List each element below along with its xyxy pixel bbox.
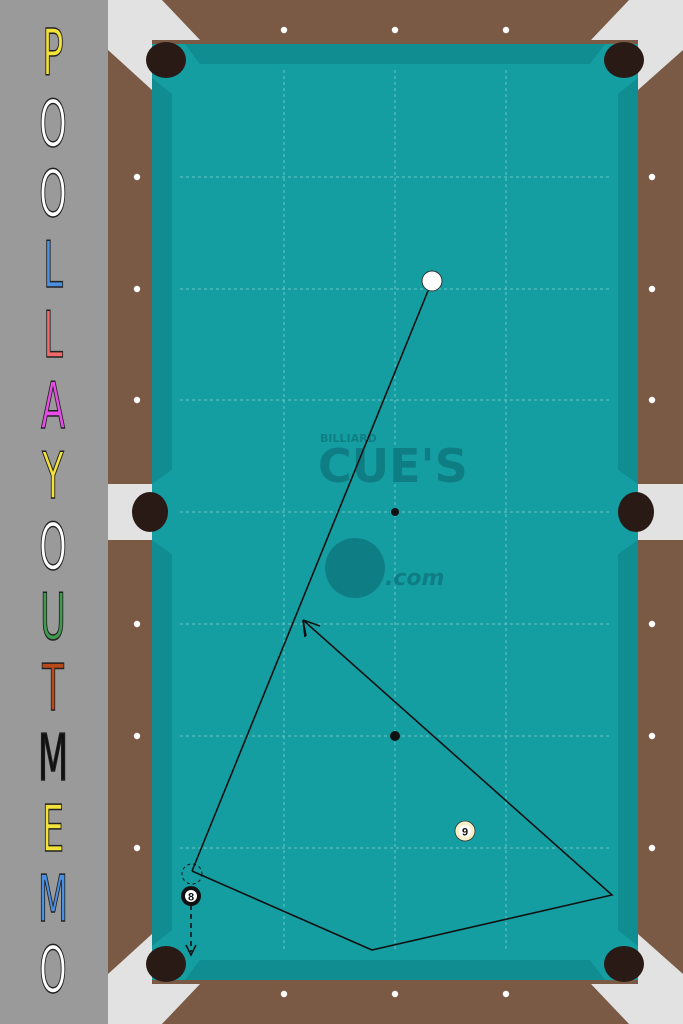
arrow-tip-right (302, 619, 321, 627)
diamond (648, 173, 656, 181)
title-letter: T (42, 651, 64, 726)
diamond (391, 26, 399, 34)
arrow-tip-left (302, 619, 306, 638)
pocket-top-right (604, 42, 644, 78)
eight-ball-drop-arrow-icon (185, 944, 197, 957)
cushion-left-upper (152, 78, 172, 484)
cushion-left-lower (152, 540, 172, 946)
diamond (133, 173, 141, 181)
title-letter: L (43, 228, 63, 303)
cushion-top (185, 44, 605, 64)
diamond (502, 990, 510, 998)
eight-ball[interactable]: 8 (181, 886, 201, 906)
diamond (133, 396, 141, 404)
title-letter: O (39, 158, 68, 232)
foot-spot (390, 731, 400, 741)
diamond (648, 396, 656, 404)
cue-ball-path (191, 280, 433, 872)
pocket-plate-bottom-left (108, 934, 200, 1024)
title-letter: A (40, 369, 66, 444)
pocket-bottom-right (604, 946, 644, 982)
title-letter: O (39, 87, 68, 162)
pocket-plate-bottom-right (591, 934, 683, 1024)
watermark-big-text: CUE'S (318, 439, 468, 493)
diamond (648, 620, 656, 628)
diamond (648, 732, 656, 740)
cushion-bottom (185, 960, 605, 980)
cushion-right-lower (618, 540, 638, 946)
title-letter: O (39, 510, 68, 585)
rail-diamonds (133, 26, 656, 998)
title-letter: M (37, 863, 69, 937)
diamond (391, 990, 399, 998)
diamond (648, 285, 656, 293)
pocket-middle-left (132, 492, 168, 532)
watermark-com-text: .com (385, 566, 444, 591)
diamond (133, 844, 141, 852)
title-letter: M (37, 722, 69, 796)
watermark-small-text: BILLIARD (320, 432, 377, 445)
nine-ball[interactable]: 9 (454, 820, 476, 842)
ghost-ball-icon (181, 863, 203, 885)
cushion-right-upper (618, 78, 638, 484)
title-letter: Y (42, 440, 64, 514)
diamond (133, 285, 141, 293)
eight-ball-label: 8 (188, 892, 194, 904)
watermark-cue-ball-icon (325, 538, 385, 598)
cue-ball[interactable] (421, 270, 443, 292)
object-ball-path (191, 619, 614, 951)
nine-ball-label: 9 (462, 827, 468, 839)
watermark-logo: BILLIARD CUE'S .com (318, 432, 468, 598)
pocket-middle-right (618, 492, 654, 532)
title-letter: U (40, 581, 67, 655)
diamond (280, 990, 288, 998)
diamond (648, 844, 656, 852)
pocket-top-left (146, 42, 186, 78)
title-letter: E (41, 792, 65, 867)
pocket-plate-top-left (108, 0, 200, 90)
pocket-plate-top-right (591, 0, 683, 90)
diamond (133, 620, 141, 628)
title-letter: O (39, 933, 68, 1008)
pool-table[interactable]: BILLIARD CUE'S .com 8 9 (108, 0, 683, 1024)
pocket-bottom-left (146, 946, 186, 982)
center-spot (391, 508, 399, 516)
diamond (133, 732, 141, 740)
diamond (502, 26, 510, 34)
diamond (280, 26, 288, 34)
title-letter: L (43, 299, 63, 373)
title-letter: P (42, 17, 64, 91)
